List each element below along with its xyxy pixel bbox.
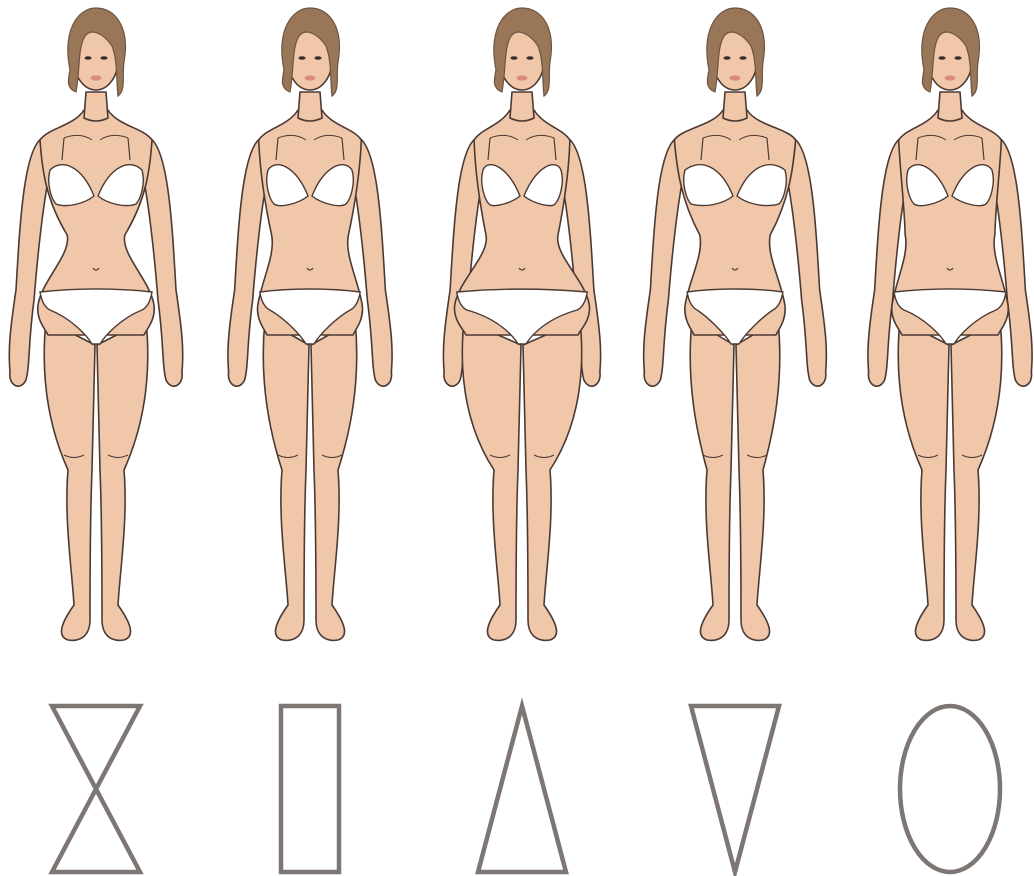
right-eye xyxy=(527,56,534,60)
lips xyxy=(945,75,956,80)
left-eye xyxy=(724,56,731,60)
neck xyxy=(723,92,747,121)
left-eye xyxy=(939,56,946,60)
neck xyxy=(510,92,534,121)
neck xyxy=(298,92,322,121)
right-eye xyxy=(955,56,962,60)
neck xyxy=(938,92,962,121)
lips xyxy=(305,75,316,80)
left-eye xyxy=(85,56,92,60)
neck xyxy=(84,92,108,121)
right-eye xyxy=(740,56,747,60)
lips xyxy=(730,75,741,80)
left-eye xyxy=(511,56,518,60)
left-eye xyxy=(299,56,306,60)
lips xyxy=(91,75,102,80)
right-eye xyxy=(315,56,322,60)
lips xyxy=(517,75,528,80)
right-eye xyxy=(101,56,108,60)
